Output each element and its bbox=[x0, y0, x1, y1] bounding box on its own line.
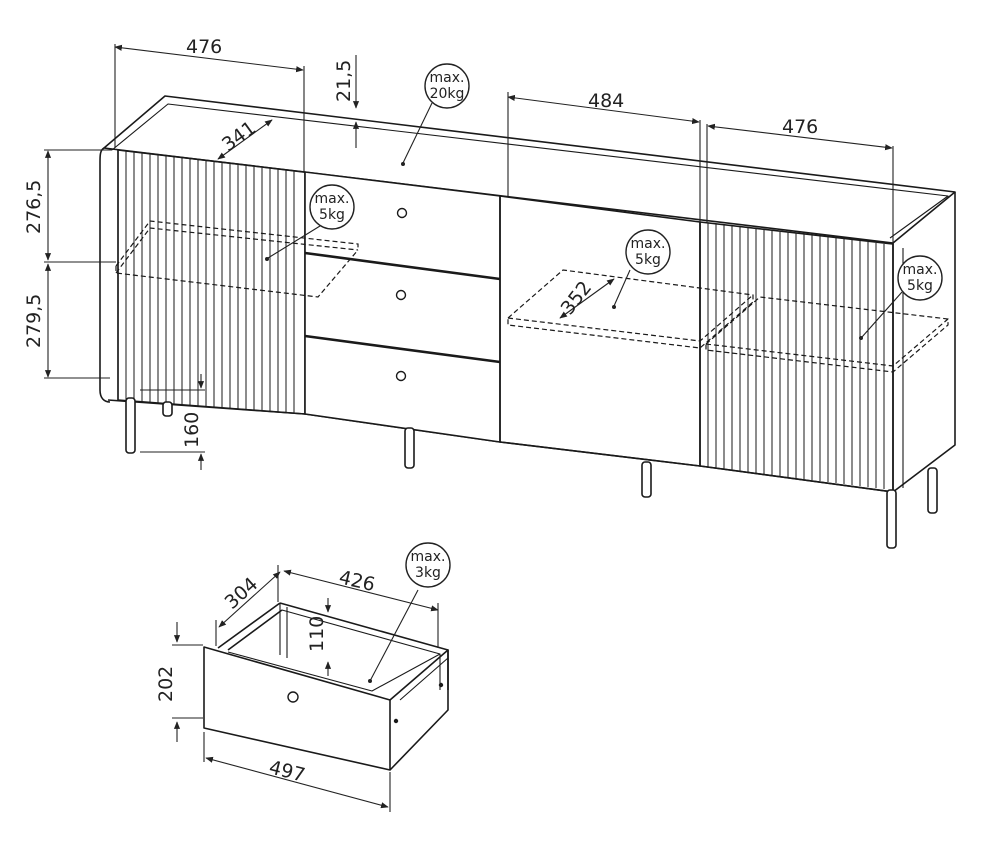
drawer-dimension-lines bbox=[172, 565, 439, 812]
svg-text:5kg: 5kg bbox=[635, 252, 661, 268]
internal-shelves bbox=[115, 220, 949, 373]
dim-right-door-width: 476 bbox=[782, 116, 818, 138]
load-badge-left-shelf: max. 5kg bbox=[309, 184, 355, 230]
svg-text:3kg: 3kg bbox=[415, 565, 441, 581]
svg-text:20kg: 20kg bbox=[430, 86, 465, 102]
sideboard-dimension-lines bbox=[44, 44, 903, 470]
svg-text:max.: max. bbox=[430, 70, 465, 86]
load-badge-middle-shelf: max. 5kg bbox=[625, 229, 671, 275]
sideboard-legs bbox=[125, 397, 938, 549]
dim-shelf-depth-middle: 352 bbox=[557, 277, 597, 319]
dim-leg-height: 160 bbox=[181, 412, 203, 448]
dim-drawer-front-width: 497 bbox=[267, 757, 308, 787]
dim-top-thickness: 21,5 bbox=[333, 60, 355, 102]
right-shelf bbox=[705, 296, 949, 373]
load-badge-drawer: max. 3kg bbox=[405, 542, 451, 588]
dim-drawer-depth: 304 bbox=[221, 573, 263, 614]
drawer-side-panel bbox=[389, 649, 449, 771]
right-end-panel bbox=[892, 192, 956, 493]
load-badge-right-shelf: max. 5kg bbox=[897, 255, 943, 301]
svg-text:max.: max. bbox=[411, 549, 446, 565]
svg-text:5kg: 5kg bbox=[319, 207, 345, 223]
svg-text:max.: max. bbox=[315, 191, 350, 207]
dim-drawer-inner-width: 426 bbox=[337, 566, 377, 596]
drawer-detail bbox=[203, 602, 449, 771]
drawer-front-panel bbox=[203, 646, 391, 771]
sideboard-top bbox=[103, 95, 956, 244]
load-badge-top: max. 20kg bbox=[424, 63, 470, 109]
sideboard bbox=[99, 95, 956, 549]
dim-drawer-side-height: 110 bbox=[306, 616, 328, 652]
left-end-panel bbox=[99, 147, 111, 403]
left-shelf bbox=[115, 220, 359, 298]
left-door-flutes bbox=[125, 151, 295, 413]
dim-upper-compartment-height: 276,5 bbox=[23, 180, 45, 234]
dim-left-door-width: 476 bbox=[186, 36, 222, 58]
drawer-knob-2 bbox=[395, 289, 407, 301]
svg-text:5kg: 5kg bbox=[907, 278, 933, 294]
svg-text:max.: max. bbox=[631, 236, 666, 252]
drawer-knob-3 bbox=[395, 370, 407, 382]
drawer-detail-knob bbox=[287, 691, 299, 703]
left-fluted-door bbox=[117, 149, 306, 415]
dim-lower-compartment-height: 279,5 bbox=[23, 294, 45, 348]
middle-door bbox=[499, 195, 701, 467]
svg-text:max.: max. bbox=[903, 262, 938, 278]
drawer-knob-1 bbox=[396, 207, 408, 219]
dim-drawer-front-height: 202 bbox=[155, 666, 177, 702]
middle-shelf bbox=[507, 269, 754, 349]
right-door-flutes bbox=[707, 223, 885, 489]
dim-middle-door-width: 484 bbox=[588, 90, 624, 112]
